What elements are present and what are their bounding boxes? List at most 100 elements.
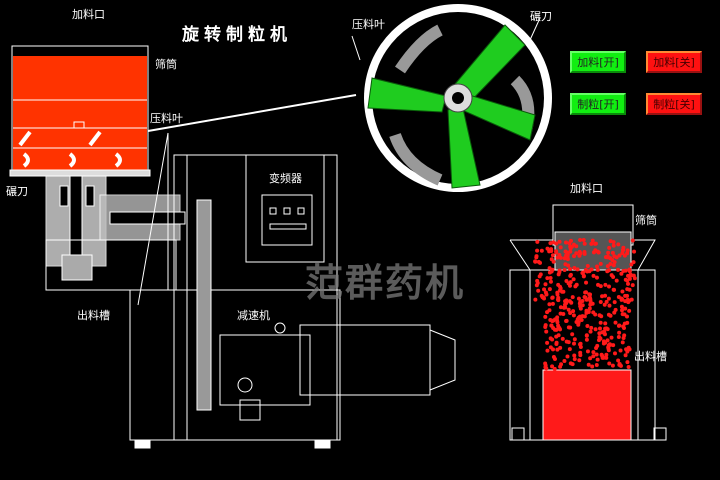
granule: [570, 332, 575, 337]
granule: [611, 287, 616, 292]
label-press-blade-left: 压料叶: [150, 112, 183, 125]
granule: [591, 350, 596, 355]
label-feed-inlet-left: 加料口: [72, 8, 105, 21]
granule: [564, 318, 569, 323]
granule: [561, 305, 566, 310]
granule: [591, 354, 596, 359]
granule: [625, 251, 630, 256]
granule: [581, 238, 586, 243]
granule: [585, 264, 590, 269]
granule: [566, 307, 571, 312]
granule: [625, 287, 630, 292]
granule: [552, 327, 557, 332]
granule: [547, 287, 552, 292]
label-screen-right: 筛筒: [635, 214, 657, 227]
granule: [623, 353, 628, 358]
granule: [598, 299, 603, 304]
granule: [586, 362, 591, 367]
granule: [619, 297, 624, 302]
granule: [589, 325, 594, 330]
granule: [604, 355, 609, 360]
granule: [606, 250, 611, 255]
granule: [587, 295, 592, 300]
granule: [626, 281, 631, 286]
granule: [600, 330, 605, 335]
page-title: 旋转制粒机: [182, 25, 292, 45]
label-roller-knife-left: 碾刀: [6, 185, 28, 198]
granule: [600, 294, 605, 299]
granule: [558, 345, 563, 350]
granule: [558, 327, 563, 332]
granule: [555, 292, 560, 297]
granule: [609, 335, 614, 340]
granule: [607, 361, 612, 366]
left-hopper: [9, 45, 151, 177]
granule: [612, 310, 617, 315]
granule: [574, 251, 579, 256]
granule: [608, 256, 613, 261]
granulate-off-button[interactable]: 制粒[关]: [646, 93, 702, 115]
granule: [626, 273, 631, 278]
granule: [619, 304, 624, 309]
granule: [630, 238, 635, 243]
blade-zoom-view: [351, 4, 552, 192]
callout-line: [147, 94, 357, 132]
granule: [535, 239, 540, 244]
feed-on-button[interactable]: 加料[开]: [570, 51, 626, 73]
granule: [627, 308, 632, 313]
granule: [583, 290, 588, 295]
granule: [605, 264, 610, 269]
granule: [539, 293, 544, 298]
granule: [594, 346, 599, 351]
granule: [620, 251, 625, 256]
granule: [613, 320, 618, 325]
granule: [548, 318, 553, 323]
granule: [571, 277, 576, 282]
granule: [617, 330, 622, 335]
label-screen-left: 筛筒: [155, 58, 177, 71]
granule: [587, 306, 592, 311]
granule: [611, 263, 616, 268]
granule: [625, 297, 630, 302]
granulate-on-button[interactable]: 制粒[开]: [570, 93, 626, 115]
granule: [627, 267, 632, 272]
granule: [542, 287, 547, 292]
granule: [622, 312, 627, 317]
granule: [576, 296, 581, 301]
granule: [545, 276, 550, 281]
granule: [568, 361, 573, 366]
granule: [608, 262, 613, 267]
granule: [555, 255, 560, 260]
granule: [621, 245, 626, 250]
granule: [554, 341, 559, 346]
granule: [603, 321, 608, 326]
granule: [573, 284, 578, 289]
granule: [572, 353, 577, 358]
granule: [584, 297, 589, 302]
label-outlet-left: 出料槽: [77, 309, 110, 322]
granule: [588, 329, 593, 334]
granule: [596, 338, 601, 343]
granule: [577, 301, 582, 306]
granule: [537, 274, 542, 279]
granule: [572, 357, 577, 362]
granule: [584, 337, 589, 342]
granule: [611, 343, 616, 348]
granule: [617, 253, 622, 258]
granule: [629, 262, 634, 267]
granule: [558, 305, 563, 310]
label-reducer: 减速机: [237, 309, 270, 322]
granule: [550, 253, 555, 258]
granule: [622, 321, 627, 326]
label-roller-knife-zoom: 碾刀: [530, 10, 552, 23]
granule: [550, 301, 555, 306]
granule: [614, 255, 619, 260]
granule: [557, 268, 562, 273]
granule: [625, 248, 630, 253]
granule: [560, 289, 565, 294]
machine-body: [129, 154, 456, 449]
granule: [584, 308, 589, 313]
feed-off-button[interactable]: 加料[关]: [646, 51, 702, 73]
granule: [594, 275, 599, 280]
